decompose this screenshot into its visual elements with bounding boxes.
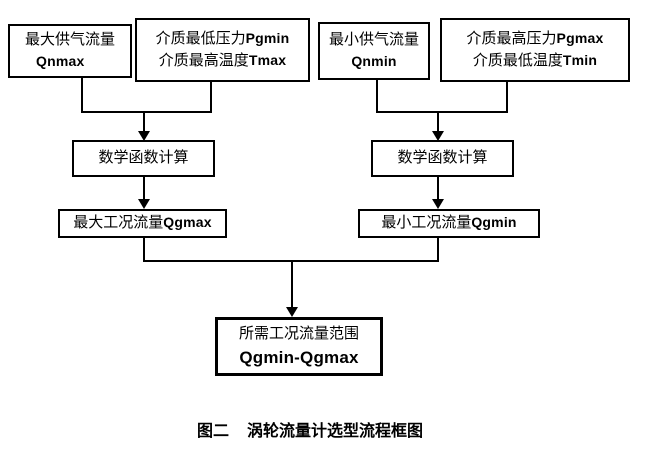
node-qgmin-line1: 最小工况流量Qgmin — [381, 214, 517, 232]
node-qnmin: 最小供气流量 Qnmin — [318, 22, 430, 80]
node-math-right: 数学函数计算 — [371, 140, 514, 177]
figure-title: 涡轮流量计选型流程框图 — [247, 423, 424, 440]
node-math-left-line1: 数学函数计算 — [98, 149, 189, 167]
node-math-right-line1: 数学函数计算 — [397, 149, 488, 167]
arrowhead-result-icon — [286, 307, 298, 317]
arrowhead-qgmin-icon — [432, 199, 444, 209]
figure-number-label: 图二 — [196, 423, 229, 440]
node-pgmin-tmax-line2: 介质最高温度Tmax — [158, 52, 287, 69]
arrowhead-qgmax-icon — [138, 199, 150, 209]
node-result-range: 所需工况流量范围 Qgmin-Qgmax — [215, 317, 383, 376]
node-qgmin: 最小工况流量Qgmin — [358, 209, 540, 238]
node-pgmax-tmin-line1: 介质最高压力Pgmax — [466, 29, 604, 47]
node-result-line1: 所需工况流量范围 — [238, 324, 359, 342]
arrowhead-right-merge-icon — [432, 131, 444, 141]
node-qnmin-line1: 最小供气流量 — [328, 30, 419, 48]
node-qnmin-line2: Qnmin — [351, 53, 397, 69]
node-qnmax: 最大供气流量 Qnmax — [8, 24, 132, 78]
arrowhead-left-merge-icon — [138, 131, 150, 141]
node-pgmax-tmin: 介质最高压力Pgmax 介质最低温度Tmin — [440, 18, 630, 82]
node-qnmax-line1: 最大供气流量 — [24, 30, 115, 48]
node-math-left: 数学函数计算 — [72, 140, 215, 177]
node-pgmax-tmin-line2: 介质最低温度Tmin — [472, 52, 598, 69]
node-pgmin-tmax: 介质最低压力Pgmin 介质最高温度Tmax — [135, 18, 310, 82]
figure-caption: 图二 涡轮流量计选型流程框图 — [0, 417, 620, 441]
node-qgmax-line1: 最大工况流量Qgmax — [73, 214, 212, 232]
node-result-line2: Qgmin-Qgmax — [239, 348, 359, 367]
node-qnmax-line2: Qnmax — [36, 53, 85, 69]
node-qgmax: 最大工况流量Qgmax — [58, 209, 227, 238]
node-pgmin-tmax-line1: 介质最低压力Pgmin — [155, 29, 290, 47]
